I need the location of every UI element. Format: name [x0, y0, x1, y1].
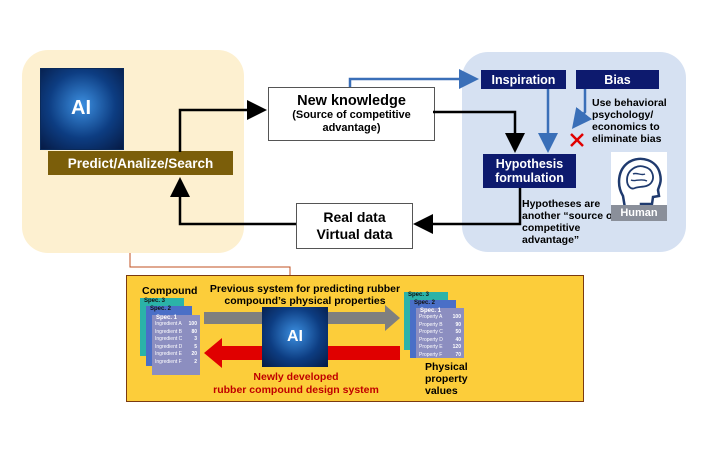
ai-badge: AI [71, 96, 91, 119]
connector-line [129, 253, 291, 275]
bias-note: Use behavioral psychology/ economics to … [592, 97, 667, 145]
previous-system-label: Previous system for predicting rubber co… [209, 283, 401, 307]
property-spec-title: Spec. 3 [408, 292, 430, 298]
data-box: Real data Virtual data [296, 203, 413, 249]
virtual-data-label: Virtual data [316, 226, 393, 242]
arrow-data-to-ai [170, 177, 296, 226]
new-knowledge-subtitle: (Source of competitive advantage) [292, 109, 411, 134]
human-label: Human [611, 205, 667, 221]
hypothesis-formulation-box: Hypothesis formulation [483, 154, 576, 188]
human-head-icon [611, 152, 667, 214]
new-knowledge-box: New knowledge (Source of competitive adv… [268, 87, 435, 141]
compound-spec-title: Spec. 2 [150, 306, 172, 312]
inspiration-box: Inspiration [481, 70, 566, 89]
blocked-x-icon [570, 133, 584, 147]
arrow-bias-blocked [571, 89, 593, 129]
hypothesis-note: Hypotheses are another “source of compet… [522, 198, 616, 246]
compound-spec-title: Spec. 3 [144, 298, 166, 304]
physical-property-label: Physical property values [425, 361, 468, 397]
compound-label: Compound [142, 285, 198, 297]
new-knowledge-title: New knowledge [297, 93, 406, 109]
rubber-design-panel [126, 275, 584, 402]
property-spec-title: Spec. 1 [420, 308, 442, 314]
new-system-line1: Newly developed [253, 371, 339, 383]
compound-spec-title: Spec. 1 [156, 315, 178, 321]
arrow-ai-to-knowledge [178, 100, 267, 152]
property-spec-title: Spec. 2 [414, 300, 436, 306]
new-system-label: Newly developed rubber compound design s… [196, 371, 396, 397]
arrow-knowledge-to-inspiration [348, 69, 479, 89]
new-system-line2: rubber compound design system [213, 384, 379, 396]
bottom-ai-badge: AI [262, 307, 328, 367]
ai-brain-image [40, 68, 124, 150]
arrow-knowledge-to-hypothesis [433, 110, 525, 153]
bias-box: Bias [576, 70, 659, 89]
arrow-hypothesis-to-data [413, 188, 522, 234]
predict-analyze-search-box: Predict/Analize/Search [48, 151, 233, 175]
real-data-label: Real data [323, 209, 386, 225]
